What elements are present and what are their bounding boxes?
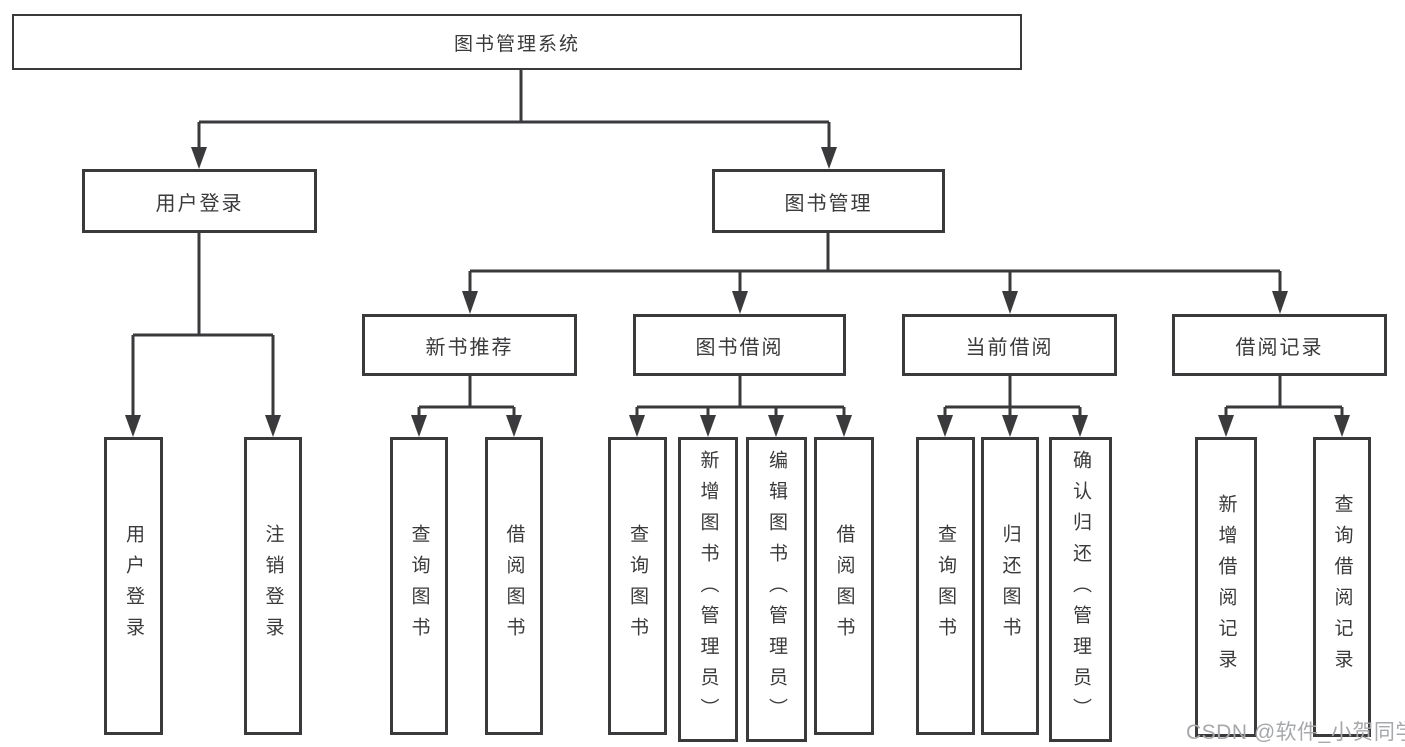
arrowhead-icon (462, 291, 478, 314)
arrowhead-icon (1218, 415, 1234, 437)
arrowhead-icon (821, 147, 837, 169)
connector-book-management (462, 233, 1288, 314)
connector-current-borrow (937, 376, 1088, 437)
node-label: 借阅记录 (1235, 336, 1324, 359)
node-label: 新增图书（管理员） (697, 450, 719, 729)
node-current-borrow: 当前借阅 (902, 314, 1117, 376)
connector-user-login (125, 233, 281, 437)
arrowhead-icon (125, 415, 141, 437)
leaf-query-books-recommend: 查询图书 (390, 437, 448, 735)
arrowhead-icon (1272, 291, 1288, 314)
node-book-borrow: 图书借阅 (633, 314, 846, 376)
arrowhead-icon (506, 415, 522, 437)
arrowhead-icon (265, 415, 281, 437)
node-label: 图书管理 (784, 192, 873, 215)
leaf-user-login: 用户登录 (104, 437, 163, 735)
arrowhead-icon (1072, 415, 1088, 437)
node-label: 确认归还（管理员） (1070, 450, 1091, 729)
node-borrow-records: 借阅记录 (1172, 314, 1387, 376)
leaf-logout: 注销登录 (244, 437, 302, 735)
node-book-management: 图书管理 (712, 169, 945, 233)
arrowhead-icon (411, 415, 427, 437)
connector-line (131, 233, 275, 416)
leaf-edit-books-admin: 编辑图书（管理员） (746, 437, 807, 742)
leaf-confirm-return-admin: 确认归还（管理员） (1049, 437, 1112, 742)
node-label: 查询借阅记录 (1331, 494, 1353, 680)
connector-line (197, 70, 831, 148)
node-label: 当前借阅 (965, 336, 1054, 359)
arrowhead-icon (836, 415, 852, 437)
node-label: 借阅图书 (833, 524, 855, 648)
arrowhead-icon (937, 415, 953, 437)
arrowhead-icon (629, 415, 645, 437)
node-label: 注销登录 (262, 524, 284, 648)
node-user-login: 用户登录 (82, 169, 317, 233)
arrowhead-icon (732, 291, 748, 314)
leaf-borrow-books-recommend: 借阅图书 (485, 437, 543, 735)
node-label: 图书管理系统 (453, 33, 580, 55)
connector-root (191, 70, 837, 169)
connector-new-book-recommend (411, 376, 522, 437)
node-label: 查询图书 (935, 524, 956, 648)
arrowhead-icon (700, 415, 716, 437)
connector-line (943, 376, 1082, 416)
connector-line (635, 376, 846, 416)
leaf-borrow-books: 借阅图书 (814, 437, 874, 735)
node-new-book-recommend: 新书推荐 (362, 314, 577, 376)
arrowhead-icon (1002, 415, 1018, 437)
leaf-query-books-current: 查询图书 (916, 437, 975, 735)
node-label: 图书借阅 (695, 336, 784, 359)
node-label: 查询图书 (408, 524, 430, 648)
node-label: 编辑图书（管理员） (766, 450, 787, 729)
node-root-system: 图书管理系统 (12, 14, 1022, 70)
node-label: 用户登录 (155, 192, 244, 215)
node-label: 查询图书 (627, 524, 648, 648)
arrowhead-icon (1334, 415, 1350, 437)
connector-book-borrow (629, 376, 852, 437)
arrowhead-icon (191, 147, 207, 169)
node-label: 新增借阅记录 (1215, 494, 1237, 680)
leaf-add-books-admin: 新增图书（管理员） (678, 437, 738, 742)
csdn-watermark: CSDN @软件_小贺同学 (1186, 721, 1405, 744)
node-label: 归还图书 (999, 524, 1021, 648)
connector-line (1224, 376, 1344, 416)
node-label: 借阅图书 (503, 524, 525, 648)
leaf-add-borrow-record: 新增借阅记录 (1195, 437, 1257, 737)
leaf-return-books: 归还图书 (981, 437, 1039, 735)
leaf-query-borrow-record: 查询借阅记录 (1313, 437, 1371, 737)
connector-line (468, 233, 1282, 292)
connector-line (417, 376, 516, 416)
arrowhead-icon (1002, 291, 1018, 314)
connector-borrow-records (1218, 376, 1350, 437)
node-label: 用户登录 (123, 524, 144, 648)
leaf-query-books-borrow: 查询图书 (608, 437, 667, 735)
arrowhead-icon (768, 415, 784, 437)
node-label: 新书推荐 (425, 336, 514, 359)
